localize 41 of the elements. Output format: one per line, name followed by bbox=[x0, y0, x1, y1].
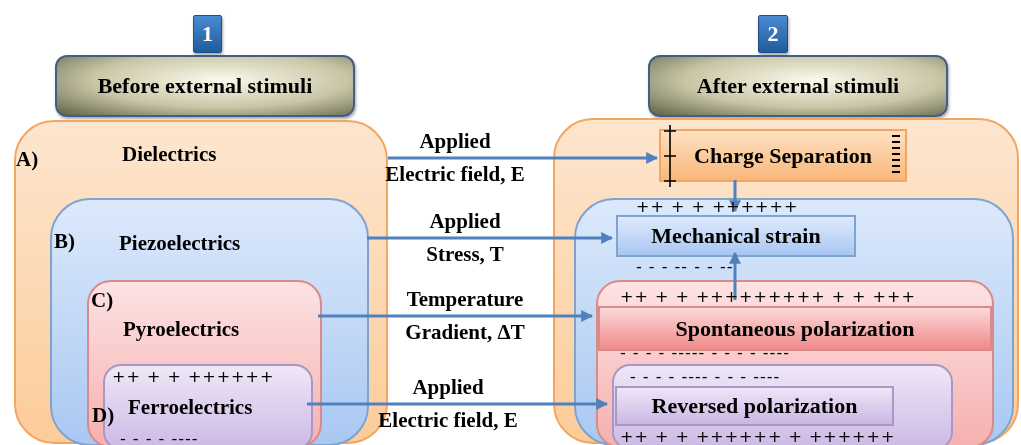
edge-label: Temperature Gradient, ΔT bbox=[405, 286, 525, 346]
arrow bbox=[318, 310, 594, 322]
arrow bbox=[367, 232, 614, 244]
category-panel bbox=[553, 118, 1019, 444]
panel-title: Dielectrics bbox=[122, 143, 217, 167]
category-panel bbox=[612, 364, 953, 445]
charge-signs: ++ + + +++++++++ + + +++ bbox=[620, 288, 916, 306]
panel-title: Pyroelectrics bbox=[123, 318, 240, 342]
stage-title: Before external stimuli bbox=[97, 73, 313, 99]
charge-signs: - - - - ---- - - - ---- bbox=[630, 368, 781, 386]
arrow bbox=[388, 152, 659, 164]
effect-box bbox=[615, 386, 894, 426]
category-panel bbox=[596, 280, 994, 445]
effect-label: Charge Separation bbox=[694, 142, 872, 169]
charge-signs: ++ + + ++++++ + ++++++ bbox=[620, 428, 896, 445]
effect-label: Spontaneous polarization bbox=[675, 315, 915, 342]
charge-signs: - - - - ---- bbox=[120, 430, 199, 445]
category-panel bbox=[87, 280, 322, 445]
step-number-badge bbox=[193, 15, 222, 53]
category-panel bbox=[574, 198, 1014, 445]
panel-letter: C) bbox=[91, 289, 114, 313]
effect-label: Mechanical strain bbox=[651, 223, 821, 249]
panel-title: Ferroelectrics bbox=[128, 396, 253, 420]
edge-label: Applied Stress, T bbox=[426, 208, 504, 268]
step-number-badge bbox=[758, 15, 788, 53]
panel-letter: A) bbox=[16, 148, 39, 172]
panel-letter: D) bbox=[92, 404, 115, 428]
charge-signs: - - - - ----- - - - - ---- bbox=[620, 344, 790, 362]
stage-title: After external stimuli bbox=[696, 73, 900, 99]
panel-title: Piezoelectrics bbox=[119, 232, 241, 256]
arrow bbox=[307, 398, 609, 410]
category-panel bbox=[50, 198, 369, 445]
step-number: 1 bbox=[202, 21, 213, 47]
stage-header bbox=[648, 55, 948, 117]
charge-signs: - - - -- - - -- bbox=[636, 258, 734, 276]
effect-label: Reversed polarization bbox=[651, 393, 858, 419]
arrow bbox=[729, 251, 741, 300]
charge-signs: ++ + + ++++++ bbox=[112, 368, 275, 386]
stage-header bbox=[55, 55, 355, 117]
step-number: 2 bbox=[767, 21, 779, 47]
panel-letter: B) bbox=[54, 230, 75, 254]
